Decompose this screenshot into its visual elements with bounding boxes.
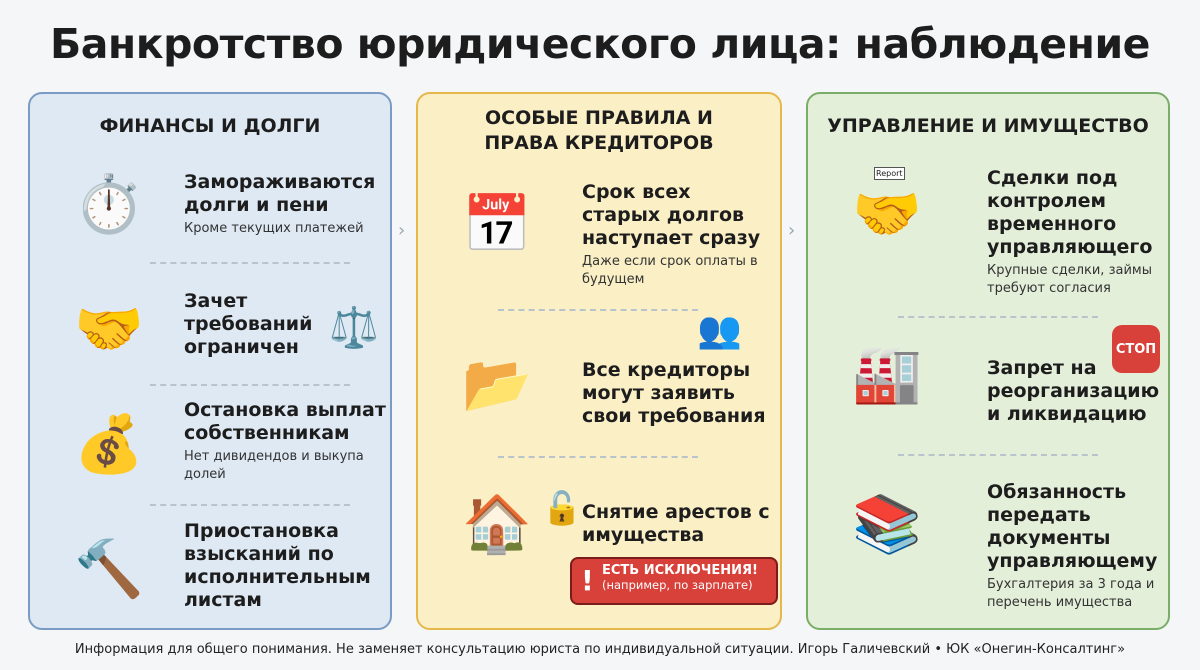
exceptions-callout: ! ЕСТЬ ИСКЛЮЧЕНИЯ! (например, по зарплат… <box>570 557 778 605</box>
item-subtitle: Нет дивидендов и выкупа долей <box>184 449 364 482</box>
item-title: Зачет требований ограничен <box>184 290 313 358</box>
item-title: Запрет на реорганизацию и ликвидацию <box>987 357 1160 425</box>
item-title: Обязанность передать документы управляющ… <box>987 481 1158 572</box>
list-item: 🏭 СТОП Запрет на реорганизацию и ликвида… <box>822 319 1160 439</box>
people-group-icon: 👥 <box>697 310 742 351</box>
item-title: Все кредиторы могут заявить свои требова… <box>582 359 766 427</box>
list-item: 📅 Срок всех старых долгов наступает сраз… <box>432 169 770 289</box>
panel-heading: УПРАВЛЕНИЕ И ИМУЩЕСТВО <box>827 115 1149 137</box>
gavel-pause-icon: 🔨 <box>74 537 144 602</box>
item-title: Срок всех старых долгов наступает сразу <box>582 181 761 249</box>
panel-creditors: ОСОБЫЕ ПРАВИЛА И ПРАВА КРЕДИТОРОВ 📅 Срок… <box>416 92 782 630</box>
house-car-unlock-icon: 🏠 <box>462 492 532 557</box>
crossed-moneybag-cash-icon: 💰 <box>74 412 144 477</box>
stopwatch-coins-snowflake-icon: ⏱️ <box>74 172 144 237</box>
list-item: 🤝 Report Сделки под контролем временного… <box>822 159 1158 299</box>
crossed-handshake-scales-icon: 🤝 <box>74 297 144 362</box>
panel-management: УПРАВЛЕНИЕ И ИМУЩЕСТВО 🤝 Report Сделки п… <box>806 92 1170 630</box>
page-title: Банкротство юридического лица: наблюдени… <box>50 20 1150 68</box>
item-subtitle: Крупные сделки, займы требуют согласия <box>987 263 1152 296</box>
footer-disclaimer: Информация для общего понимания. Не заме… <box>74 642 1126 657</box>
callout-note: (например, по зарплате) <box>602 578 753 592</box>
item-title: Снятие арестов с имущества <box>582 501 770 546</box>
crossed-factory-stop-icon: 🏭 <box>852 342 922 407</box>
item-title: Замораживаются долги и пени <box>184 171 376 216</box>
arrow-right-icon: › <box>788 220 796 241</box>
creditors-folder-check-icon: 📂 <box>462 352 532 417</box>
panel-heading: ОСОБЫЕ ПРАВИЛА И ПРАВА КРЕДИТОРОВ <box>484 107 714 154</box>
item-subtitle: Даже если срок оплаты в будущем <box>582 254 758 287</box>
list-item: 📚 Обязанность передать документы управля… <box>822 469 1158 619</box>
item-title: Сделки под контролем временного управляю… <box>987 167 1153 258</box>
scales-icon: ⚖️ <box>329 305 379 351</box>
list-item: 🔨 Приостановка взысканий по исполнительн… <box>44 514 380 624</box>
item-subtitle: Бухгалтерия за 3 года и перечень имущест… <box>987 577 1155 610</box>
documents-handover-clock-icon: 📚 <box>852 492 922 557</box>
calendar-arrow-icon: 📅 <box>462 192 532 257</box>
report-label: Report <box>874 167 905 180</box>
callout-title: ЕСТЬ ИСКЛЮЧЕНИЯ! <box>602 563 758 578</box>
arrow-right-icon: › <box>398 220 406 241</box>
panel-finance: ФИНАНСЫ И ДОЛГИ ⏱️ Замораживаются долги … <box>28 92 392 630</box>
item-title: Приостановка взысканий по исполнительным… <box>184 520 371 611</box>
list-item: 🤝 Зачет требований ограничен ⚖️ <box>44 274 380 384</box>
stop-sign-icon: СТОП <box>1112 325 1160 373</box>
exclamation-icon: ! <box>581 564 594 597</box>
list-item: 🏠 🔓 Снятие арестов с имущества <box>432 469 770 619</box>
unlock-icon: 🔓 <box>542 489 582 527</box>
item-title: Остановка выплат собственникам <box>184 399 386 444</box>
handshake-report-lock-icon: 🤝 <box>852 182 922 247</box>
item-subtitle: Кроме текущих платежей <box>184 221 364 236</box>
panel-heading: ФИНАНСЫ И ДОЛГИ <box>99 115 321 137</box>
list-item: 📂 👥 Все кредиторы могут заявить свои тре… <box>432 310 770 449</box>
